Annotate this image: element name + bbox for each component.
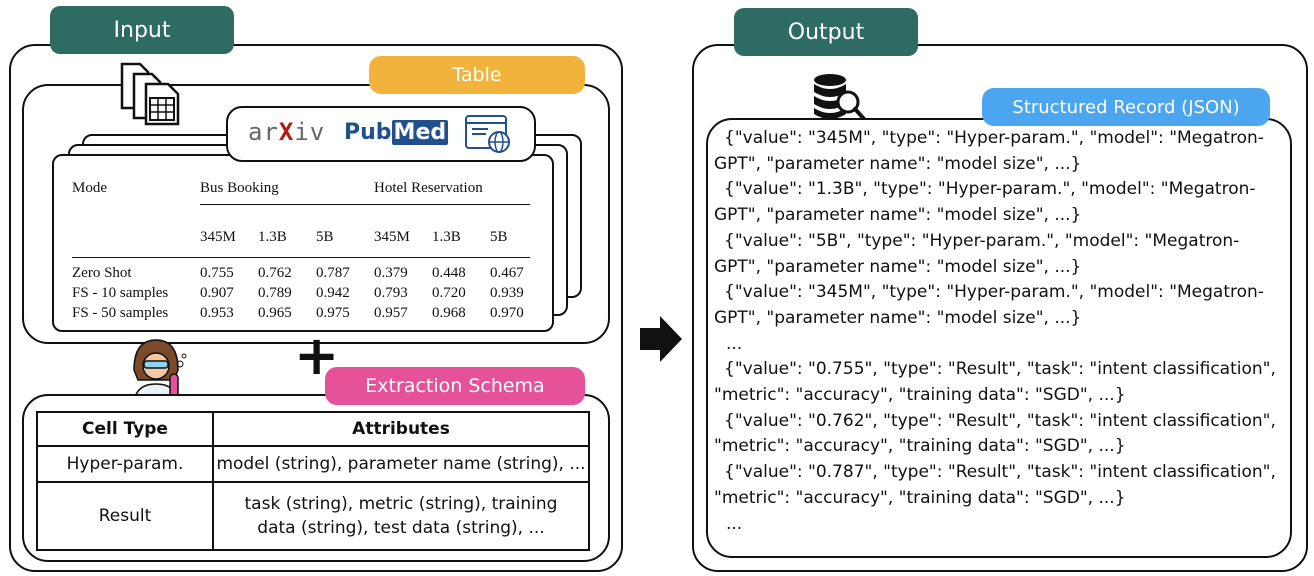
- right-arrow-icon: [640, 316, 682, 362]
- sub-header: 1.3B: [432, 229, 461, 245]
- group-header-bus: Bus Booking: [200, 179, 279, 196]
- web-page-icon: [465, 115, 510, 153]
- json-record: {"value": "0.755", "type": "Result", "ta…: [714, 359, 1276, 406]
- json-record: {"value": "345M", "type": "Hyper-param."…: [714, 282, 1264, 328]
- record-section: [706, 118, 1292, 558]
- json-record: {"value": "0.762", "type": "Result", "ta…: [714, 410, 1276, 457]
- schema-table: Cell Type Attributes Hyper-param. model …: [36, 411, 590, 551]
- schema-label: Extraction Schema: [325, 367, 585, 405]
- sub-header: 345M: [200, 229, 236, 245]
- table-row: FS - 50 samples 0.953 0.965 0.975 0.957 …: [72, 305, 524, 321]
- table-row: Hyper-param. model (string), parameter n…: [36, 445, 590, 483]
- json-ellipsis: ...: [726, 513, 743, 534]
- sources-box: arXiv PubMed: [226, 106, 536, 162]
- schema-header-attributes: Attributes: [212, 411, 590, 447]
- group-header-hotel: Hotel Reservation: [374, 179, 483, 196]
- sub-header: 5B: [490, 229, 508, 245]
- table-label: Table: [369, 56, 585, 94]
- sub-header: 1.3B: [258, 229, 287, 245]
- output-header: Output: [734, 8, 918, 56]
- json-record: {"value": "0.787", "type": "Result", "ta…: [714, 462, 1276, 508]
- table-row: FS - 10 samples 0.907 0.789 0.942 0.793 …: [72, 285, 524, 301]
- schema-header-cell-type: Cell Type: [36, 411, 214, 447]
- record-label: Structured Record (JSON): [982, 88, 1270, 126]
- table-row: Zero Shot 0.755 0.762 0.787 0.379 0.448 …: [72, 265, 524, 281]
- json-record: {"value": "1.3B", "type": "Hyper-param."…: [714, 179, 1256, 226]
- mode-header: Mode: [72, 179, 107, 196]
- json-records: {"value": "345M", "type": "Hyper-param."…: [714, 126, 1284, 537]
- sub-header: 345M: [374, 229, 410, 245]
- sub-header: 5B: [316, 229, 334, 245]
- documents-icon: [120, 62, 180, 126]
- pubmed-logo: PubMed: [344, 120, 449, 145]
- json-record: {"value": "345M", "type": "Hyper-param."…: [714, 128, 1264, 174]
- arxiv-logo: arXiv: [248, 118, 326, 146]
- database-search-icon: [814, 74, 866, 121]
- results-table: Mode Bus Booking Hotel Reservation 345M …: [72, 178, 530, 331]
- table-row: Result task (string), metric (string), t…: [36, 481, 590, 551]
- json-ellipsis: ...: [726, 333, 743, 354]
- json-record: {"value": "5B", "type": "Hyper-param.", …: [714, 230, 1240, 277]
- input-header: Input: [50, 6, 234, 54]
